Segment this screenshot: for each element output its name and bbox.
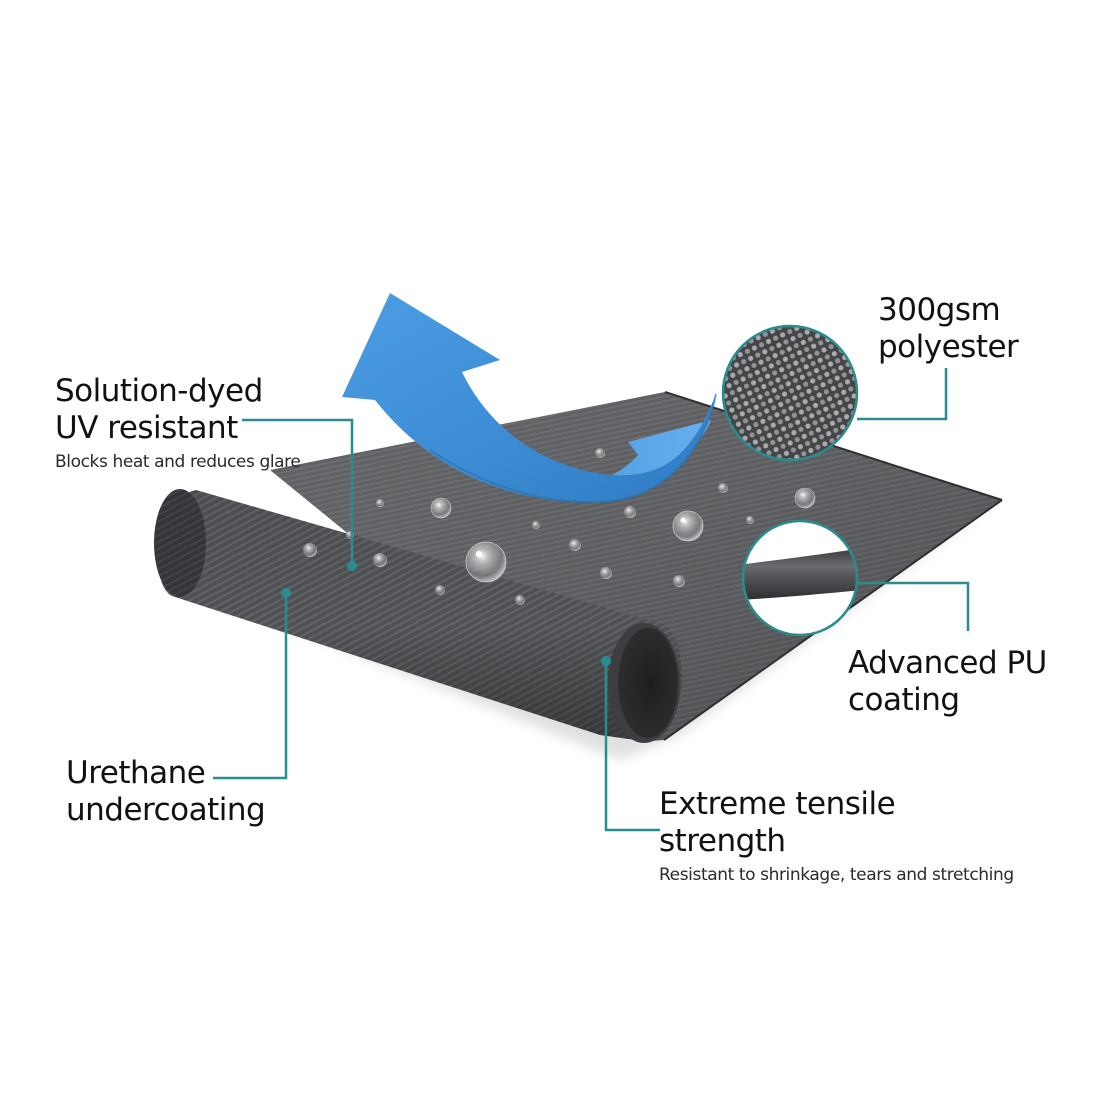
feature-urethane-title-line2: undercoating <box>66 791 266 828</box>
water-repel-arrow-icon <box>342 293 717 504</box>
feature-pu-title-line1: Advanced PU <box>848 645 1047 681</box>
feature-uv-subtitle: Blocks heat and reduces glare <box>55 452 301 473</box>
feature-tensile-subtitle: Resistant to shrinkage, tears and stretc… <box>659 865 1014 886</box>
coating-cross-section-icon <box>741 519 859 637</box>
feature-polyester: 300gsm polyester <box>878 292 1019 365</box>
feature-pu-title-line2: coating <box>848 681 960 718</box>
leader-uv <box>242 418 354 566</box>
water-droplets <box>303 448 816 605</box>
feature-polyester-title-line2: polyester <box>878 328 1019 365</box>
feature-uv-title-line2: UV resistant <box>55 409 238 446</box>
leader-tensile <box>604 661 660 832</box>
leader-polyester <box>857 368 948 421</box>
leader-urethane <box>213 593 288 780</box>
fabric-roll <box>154 489 682 743</box>
leader-lines <box>213 368 970 832</box>
feature-polyester-title-line1: 300gsm <box>878 292 1001 328</box>
feature-tensile-strength: Extreme tensile strength Resistant to sh… <box>659 786 1014 885</box>
feature-uv-title-line1: Solution-dyed <box>55 373 263 409</box>
leader-pu <box>857 581 970 631</box>
weave-magnifier-icon <box>721 324 859 462</box>
leader-anchor-dots <box>281 561 611 666</box>
feature-tensile-title-line2: strength <box>659 822 786 859</box>
feature-pu-coating: Advanced PU coating <box>848 645 1047 718</box>
feature-tensile-title-line1: Extreme tensile <box>659 786 896 822</box>
feature-urethane-undercoating: Urethane undercoating <box>66 755 266 828</box>
feature-uv-resistant: Solution-dyed UV resistant Blocks heat a… <box>55 373 301 473</box>
fabric-sheet <box>270 391 1003 742</box>
feature-urethane-title-line1: Urethane <box>66 755 206 791</box>
